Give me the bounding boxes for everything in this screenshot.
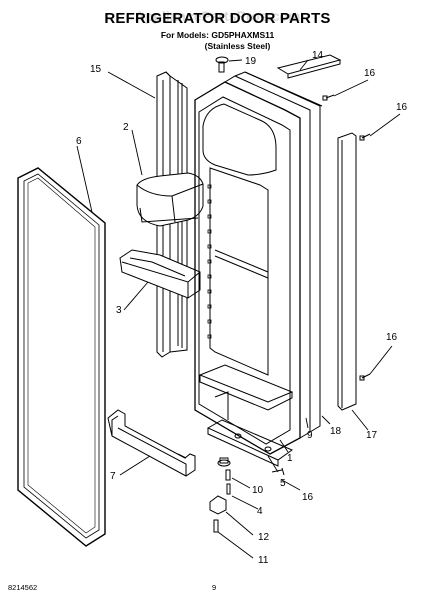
callout-17: 17 xyxy=(366,430,378,441)
leader-lines xyxy=(76,59,401,559)
door-shelf-bin xyxy=(119,249,201,299)
screws-16 xyxy=(322,94,371,381)
watermark: AppliancePartsPros.com xyxy=(134,8,301,24)
dairy-door xyxy=(136,172,204,227)
lower-hinge-bracket xyxy=(206,391,294,467)
callout-16-upper-right: 16 xyxy=(396,102,408,113)
callout-labels: 19 14 15 16 16 2 6 3 16 17 18 9 1 7 5 16… xyxy=(76,50,408,566)
door-panel xyxy=(194,81,301,455)
side-trim-strip xyxy=(337,132,357,411)
callout-16-top: 16 xyxy=(364,68,376,79)
callout-2: 2 xyxy=(123,122,129,133)
callout-9: 9 xyxy=(307,430,313,441)
lower-door-bin xyxy=(107,409,196,477)
callout-6: 6 xyxy=(76,136,82,147)
callout-7: 7 xyxy=(110,471,116,482)
page-title: REFRIGERATOR DOOR PARTS xyxy=(104,10,331,27)
document-number: 8214562 xyxy=(8,583,38,592)
callout-12: 12 xyxy=(258,532,270,543)
callout-11: 11 xyxy=(258,555,269,566)
models-line: For Models: GD5PHAXMS11 xyxy=(160,30,275,40)
callout-16-bottom: 16 xyxy=(302,492,314,503)
screw-19 xyxy=(215,56,229,73)
door-edge-layers xyxy=(224,71,323,439)
callout-10: 10 xyxy=(252,485,264,496)
callout-1: 1 xyxy=(287,453,293,464)
callout-15: 15 xyxy=(90,64,102,75)
callout-19: 19 xyxy=(245,56,257,67)
finish-line: (Stainless Steel) xyxy=(204,41,271,51)
callout-14: 14 xyxy=(312,50,324,61)
callout-5: 5 xyxy=(280,478,286,489)
callout-3: 3 xyxy=(116,305,122,316)
page-number: 9 xyxy=(212,583,217,592)
callout-18: 18 xyxy=(330,426,342,437)
hinge-hardware xyxy=(209,457,285,533)
callout-16-lower-right: 16 xyxy=(386,332,398,343)
door-gasket xyxy=(17,167,106,547)
top-cap-strip xyxy=(276,54,342,79)
callout-4: 4 xyxy=(257,506,263,517)
